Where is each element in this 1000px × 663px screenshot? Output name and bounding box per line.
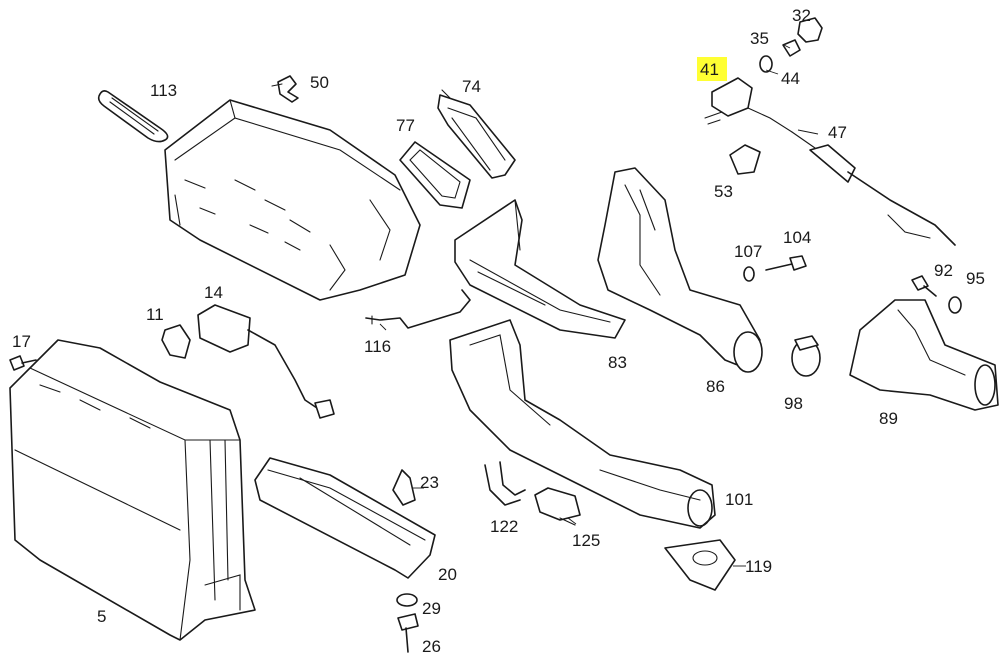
part-86-duct[interactable]: [597, 167, 763, 373]
callout-86[interactable]: 86: [706, 377, 725, 396]
part-125-valve[interactable]: [534, 487, 581, 526]
highlight-box-41: [697, 57, 727, 81]
part-47-cable[interactable]: [791, 131, 956, 246]
callout-32[interactable]: 32: [792, 6, 811, 25]
part-26-screw[interactable]: [397, 613, 419, 653]
callout-14[interactable]: 14: [204, 283, 223, 302]
part-53-cap[interactable]: [729, 144, 761, 175]
callout-101[interactable]: 101: [725, 490, 753, 509]
part-113-gasket[interactable]: [97, 90, 169, 143]
callout-20[interactable]: 20: [438, 565, 457, 584]
callout-122[interactable]: 122: [490, 517, 518, 536]
callout-35[interactable]: 35: [750, 29, 769, 48]
callout-116[interactable]: 116: [364, 337, 391, 356]
part-14-actuator[interactable]: [197, 304, 335, 419]
part-11-bracket[interactable]: [161, 324, 191, 359]
part-119-gasket[interactable]: [664, 539, 736, 591]
callout-107[interactable]: 107: [734, 242, 762, 261]
callout-11[interactable]: 11: [146, 305, 164, 324]
part-83-air-channel[interactable]: [454, 199, 626, 339]
callout-119[interactable]: 119: [745, 557, 772, 576]
callout-47[interactable]: 47: [828, 123, 847, 142]
callout-113[interactable]: 113: [150, 81, 177, 100]
part-5-lower-housing[interactable]: [9, 339, 256, 641]
part-95-washer[interactable]: [948, 296, 962, 314]
callout-53[interactable]: 53: [714, 182, 733, 201]
part-17-screw[interactable]: [9, 355, 37, 371]
callout-95[interactable]: 95: [966, 269, 985, 288]
callout-23[interactable]: 23: [420, 473, 439, 492]
callout-41[interactable]: 41: [700, 60, 719, 79]
callout-50[interactable]: 50: [310, 73, 329, 92]
part-50-clip[interactable]: [271, 75, 299, 103]
callout-5[interactable]: 5: [97, 607, 106, 626]
callout-29[interactable]: 29: [422, 599, 441, 618]
callout-77[interactable]: 77: [396, 116, 415, 135]
callout-125[interactable]: 125: [572, 531, 600, 550]
part-23-clip[interactable]: [392, 469, 416, 506]
part-32-knob[interactable]: [797, 17, 823, 43]
leader-lines: [379, 44, 819, 567]
part-29-washer[interactable]: [396, 593, 418, 607]
callout-74[interactable]: 74: [462, 77, 481, 96]
part-41-valve[interactable]: [704, 77, 793, 133]
part-74-duct[interactable]: [437, 89, 516, 179]
part-116-rod[interactable]: [365, 289, 471, 329]
part-44-washer[interactable]: [759, 55, 773, 73]
part-98-clamp[interactable]: [791, 335, 821, 377]
part-35-nut[interactable]: [782, 39, 801, 57]
part-107-washer[interactable]: [743, 266, 755, 282]
callout-labels: 32 35 41 44 113 50 74 77 47 53 107 104 9…: [12, 6, 985, 656]
callout-44[interactable]: 44: [781, 69, 800, 88]
part-89-outlet-duct[interactable]: [849, 299, 999, 411]
part-122-hose[interactable]: [484, 461, 526, 506]
callout-92[interactable]: 92: [934, 261, 953, 280]
callout-89[interactable]: 89: [879, 409, 898, 428]
callout-98[interactable]: 98: [784, 394, 803, 413]
part-77-gasket-frame[interactable]: [399, 141, 471, 209]
part-92-screw[interactable]: [911, 275, 937, 297]
callout-17[interactable]: 17: [12, 332, 31, 351]
heater-housing-upper[interactable]: [164, 99, 421, 301]
callout-26[interactable]: 26: [422, 637, 441, 656]
part-20-tray[interactable]: [254, 457, 436, 579]
part-101-duct[interactable]: [449, 319, 716, 529]
callout-83[interactable]: 83: [608, 353, 627, 372]
part-104-screw[interactable]: [765, 255, 807, 271]
callout-104[interactable]: 104: [783, 228, 811, 247]
